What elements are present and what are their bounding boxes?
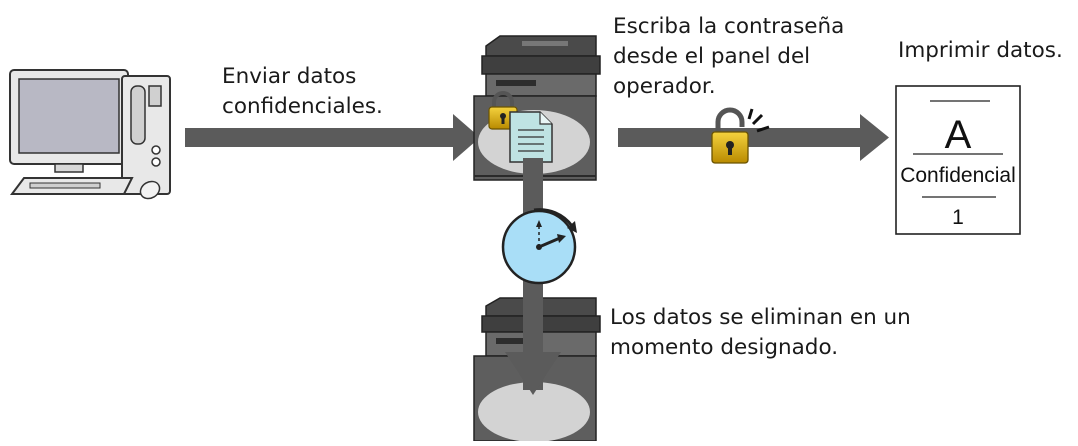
document-icon xyxy=(509,111,553,163)
print-arrow xyxy=(618,114,889,161)
send-data-label: Enviar datos confidenciales. xyxy=(222,64,383,119)
page-letter: A xyxy=(945,113,972,157)
enter-password-label: Escriba la contraseña desde el panel del… xyxy=(613,14,845,99)
computer-icon xyxy=(9,69,171,200)
unlock-icon xyxy=(711,107,770,164)
page-number: 1 xyxy=(952,206,964,229)
printed-page-icon: A Confidencial 1 xyxy=(895,85,1021,235)
print-data-label: Imprimir datos. xyxy=(898,38,1063,63)
data-deleted-label: Los datos se eliminan en un momento desi… xyxy=(610,305,911,360)
clock-icon xyxy=(501,208,577,285)
page-stamp: Confidencial xyxy=(900,164,1016,187)
send-arrow xyxy=(185,114,480,161)
